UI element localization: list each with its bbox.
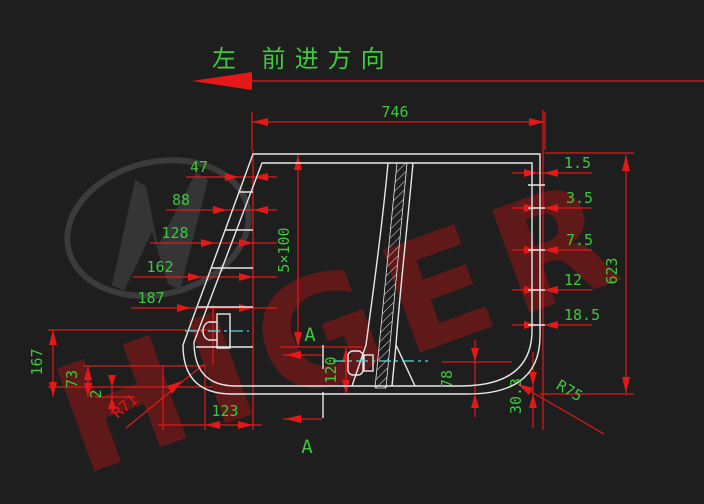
dim-746-lines — [251, 112, 546, 150]
strut-hatch-band — [374, 162, 408, 389]
right-step-ticks — [528, 184, 545, 326]
forward-arrowhead — [192, 72, 252, 90]
dim-right-offset-1: 1.5 — [564, 154, 591, 172]
r71-leader-line — [125, 363, 205, 429]
dim-left-step-5: 187 — [137, 289, 164, 307]
dim-rear-gap: 30.3 — [507, 378, 525, 414]
dim-left-step-1: 47 — [190, 158, 208, 176]
dim-rear-radius: R75 — [553, 376, 585, 405]
dim-rear-height: 78 — [438, 370, 456, 388]
dim-bottom-left-width: 123 — [211, 402, 238, 420]
dim-left-step-4: 162 — [146, 258, 173, 276]
strut-right-edge — [395, 162, 416, 387]
dim-623-lines — [540, 152, 634, 395]
part-outline — [182, 153, 545, 418]
mid-bolt-head — [347, 350, 364, 376]
outer-contour — [182, 153, 541, 395]
dim-overall-height: 623 — [603, 257, 621, 284]
inner-contour — [193, 162, 533, 387]
dim-top-width: 746 — [381, 103, 408, 121]
dim-flange-thickness: 2 — [87, 389, 105, 398]
dim-front-radius: R71 — [109, 391, 141, 422]
centerlines — [185, 330, 428, 362]
dim-123-lines — [158, 365, 262, 430]
dim-left-step-3: 128 — [161, 224, 188, 242]
dim-right-offset-2: 3.5 — [566, 189, 593, 207]
forward-direction-label: 左 前进方向 — [212, 45, 394, 73]
r75-leader-line — [517, 383, 605, 435]
section-label-bottom: A — [301, 436, 313, 458]
dim-left-step-2: 88 — [172, 191, 190, 209]
dim-step-pitch: 5×100 — [275, 227, 293, 272]
strut-foot-line — [391, 344, 397, 387]
strut-left-edge — [351, 162, 389, 387]
section-arrow-lines — [283, 354, 322, 420]
dim-left-mid-height: 73 — [63, 370, 81, 388]
left-step-rungs — [196, 191, 253, 348]
higer-logo-watermark — [64, 157, 252, 299]
mid-bolt-washer — [363, 354, 374, 372]
dim-right-offset-4: 12 — [564, 271, 582, 289]
dim-5x100-line — [280, 153, 362, 348]
dim-left-height: 167 — [28, 348, 46, 375]
dim-right-offset-5: 18.5 — [564, 306, 600, 324]
dim-right-offset-3: 7.5 — [566, 231, 593, 249]
dimension-arrowheads — [49, 72, 630, 429]
dim-bolt-drop: 120 — [322, 356, 340, 383]
section-label-top: A — [304, 324, 316, 346]
